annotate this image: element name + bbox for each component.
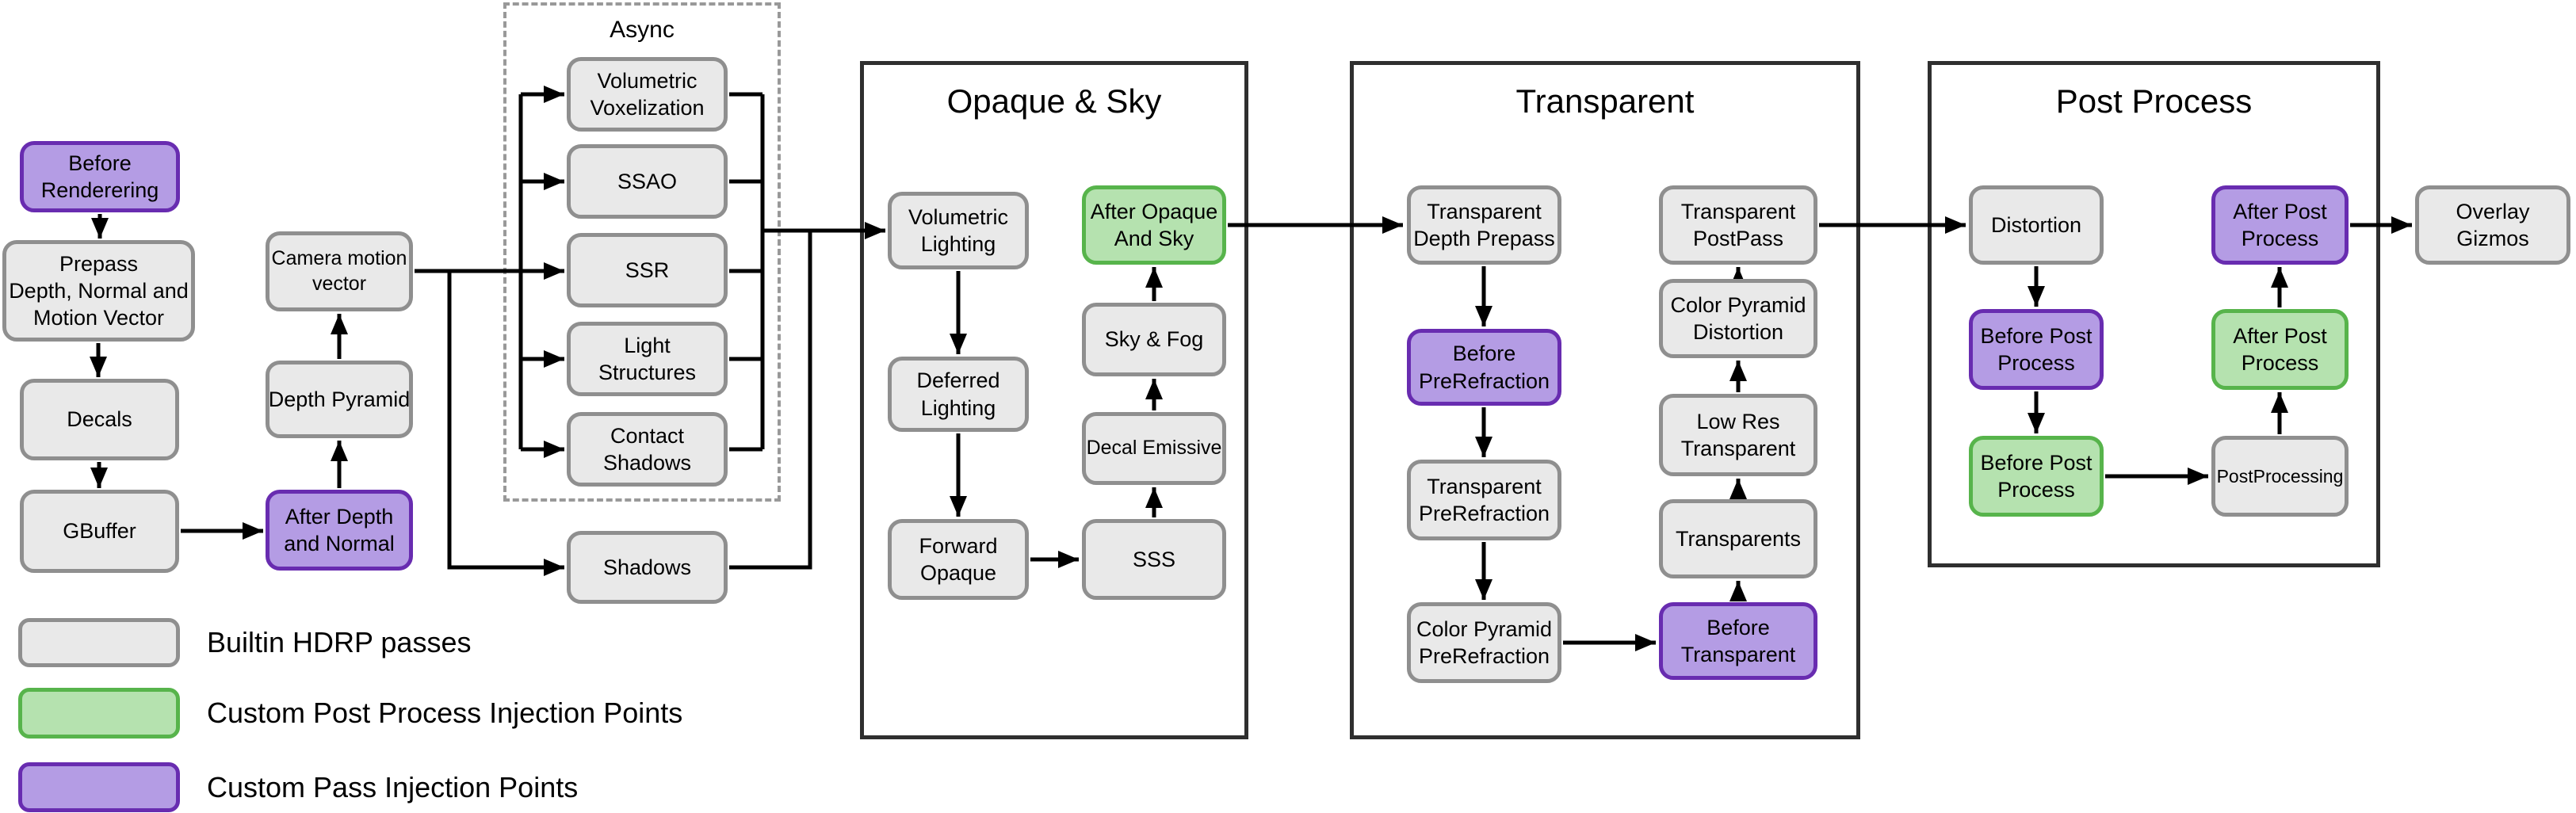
legend-label-custom-pass: Custom Pass Injection Points bbox=[207, 770, 579, 803]
node-before-transparent: Before Transparent bbox=[1659, 602, 1817, 680]
node-volumetric-lighting-label: Volumetric Lighting bbox=[908, 204, 1009, 256]
node-distortion: Distortion bbox=[1969, 185, 2104, 265]
node-transparents-label: Transparents bbox=[1675, 526, 1802, 551]
node-sss-label: SSS bbox=[1132, 547, 1176, 571]
node-transparent-postpass: Transparent PostPass bbox=[1659, 185, 1817, 265]
node-deferred-lighting-label: Deferred Lighting bbox=[916, 368, 1000, 420]
node-depth-pyramid-label: Depth Pyramid bbox=[268, 387, 411, 411]
node-postprocessing-label: PostProcessing bbox=[2216, 465, 2344, 487]
node-shadows: Shadows bbox=[567, 531, 728, 604]
node-gbuffer-label: GBuffer bbox=[63, 519, 136, 544]
post-process-section-title: Post Process bbox=[2055, 82, 2253, 120]
node-volumetric-voxelization: Volumetric Voxelization bbox=[567, 57, 728, 132]
node-low-res-transparent: Low Res Transparent bbox=[1659, 394, 1817, 476]
transparent-section-title: Transparent bbox=[1515, 82, 1695, 120]
node-volumetric-voxelization-label: Volumetric Voxelization bbox=[590, 68, 705, 120]
node-ssao: SSAO bbox=[567, 144, 728, 219]
node-forward-opaque: Forward Opaque bbox=[888, 519, 1029, 600]
node-before-prerefraction-label: Before PreRefraction bbox=[1418, 342, 1550, 393]
node-camera-motion-vector-label: Camera motion vector bbox=[271, 247, 407, 295]
node-overlay-gizmos: Overlay Gizmos bbox=[2415, 185, 2570, 265]
opaque-sky-section: Opaque & Sky bbox=[860, 61, 1248, 739]
node-ssr-label: SSR bbox=[625, 258, 670, 282]
node-light-structures-label: Light Structures bbox=[598, 333, 697, 384]
node-color-pyramid-distortion: Color Pyramid Distortion bbox=[1659, 279, 1817, 358]
node-contact-shadows: Contact Shadows bbox=[567, 412, 728, 487]
transparent-section: Transparent bbox=[1350, 61, 1860, 739]
node-before-rendering-label: Before Renderering bbox=[40, 151, 159, 202]
node-low-res-transparent-label: Low Res Transparent bbox=[1680, 409, 1796, 460]
node-light-structures: Light Structures bbox=[567, 322, 728, 396]
node-after-depth-and-normal-label: After Depth and Normal bbox=[284, 504, 395, 555]
flow-arrow bbox=[729, 231, 812, 570]
post-process-section: Post Process bbox=[1928, 61, 2380, 567]
node-after-post-process-injection-label: After Post Process bbox=[2233, 323, 2327, 375]
node-decal-emissive: Decal Emissive bbox=[1082, 412, 1226, 485]
node-after-post-process-custom-pass-label: After Post Process bbox=[2233, 199, 2327, 250]
node-before-post-process-custom-pass-label: Before Post Process bbox=[1980, 323, 2093, 375]
node-overlay-gizmos-label: Overlay Gizmos bbox=[2456, 199, 2530, 250]
node-volumetric-lighting: Volumetric Lighting bbox=[888, 192, 1029, 269]
legend-swatch-builtin bbox=[18, 618, 180, 667]
async-group-box: Async bbox=[503, 2, 781, 502]
legend-swatch-custom-pass bbox=[18, 762, 180, 812]
flow-arrow bbox=[447, 271, 564, 576]
node-distortion-label: Distortion bbox=[1990, 212, 2082, 237]
node-transparents: Transparents bbox=[1659, 499, 1817, 578]
node-before-rendering: Before Renderering bbox=[20, 141, 180, 212]
node-sky-and-fog: Sky & Fog bbox=[1082, 303, 1226, 376]
node-after-opaque-and-sky: After Opaque And Sky bbox=[1082, 185, 1226, 265]
node-transparent-depth-prepass: Transparent Depth Prepass bbox=[1407, 185, 1561, 265]
node-color-pyramid-prerefraction-label: Color Pyramid PreRefraction bbox=[1416, 616, 1553, 668]
node-after-depth-and-normal: After Depth and Normal bbox=[266, 490, 413, 571]
node-gbuffer: GBuffer bbox=[20, 490, 179, 573]
opaque-sky-section-title: Opaque & Sky bbox=[946, 82, 1162, 120]
node-transparent-postpass-label: Transparent PostPass bbox=[1680, 199, 1796, 250]
node-before-post-process-injection-label: Before Post Process bbox=[1980, 450, 2093, 502]
node-forward-opaque-label: Forward Opaque bbox=[919, 533, 998, 585]
node-color-pyramid-distortion-label: Color Pyramid Distortion bbox=[1670, 292, 1806, 344]
node-ssao-label: SSAO bbox=[617, 169, 678, 193]
node-transparent-prerefraction-label: Transparent PreRefraction bbox=[1418, 474, 1550, 525]
legend-item-custom-post-process: Custom Post Process Injection Points bbox=[18, 688, 682, 739]
node-sky-and-fog-label: Sky & Fog bbox=[1104, 327, 1204, 352]
node-before-transparent-label: Before Transparent bbox=[1680, 615, 1796, 666]
node-color-pyramid-prerefraction: Color Pyramid PreRefraction bbox=[1407, 602, 1561, 683]
node-transparent-prerefraction: Transparent PreRefraction bbox=[1407, 460, 1561, 540]
node-camera-motion-vector: Camera motion vector bbox=[266, 231, 413, 311]
node-sss: SSS bbox=[1082, 519, 1226, 600]
node-after-post-process-custom-pass: After Post Process bbox=[2211, 185, 2349, 265]
legend-swatch-custom-post-process bbox=[18, 688, 180, 739]
node-deferred-lighting: Deferred Lighting bbox=[888, 357, 1029, 432]
legend-label-builtin: Builtin HDRP passes bbox=[207, 626, 472, 658]
node-prepass: Prepass Depth, Normal and Motion Vector bbox=[2, 240, 195, 342]
async-group-title: Async bbox=[610, 17, 675, 43]
node-shadows-label: Shadows bbox=[602, 555, 692, 579]
node-decal-emissive-label: Decal Emissive bbox=[1086, 437, 1222, 460]
node-prepass-label: Prepass Depth, Normal and Motion Vector bbox=[9, 251, 189, 330]
node-after-opaque-and-sky-label: After Opaque And Sky bbox=[1090, 199, 1218, 250]
node-decals-label: Decals bbox=[67, 407, 132, 432]
node-depth-pyramid: Depth Pyramid bbox=[266, 361, 413, 438]
node-contact-shadows-label: Contact Shadows bbox=[602, 423, 692, 475]
legend-item-custom-pass: Custom Pass Injection Points bbox=[18, 762, 578, 812]
legend-item-builtin: Builtin HDRP passes bbox=[18, 618, 471, 667]
node-ssr: SSR bbox=[567, 233, 728, 307]
node-decals: Decals bbox=[20, 379, 179, 460]
node-transparent-depth-prepass-label: Transparent Depth Prepass bbox=[1413, 199, 1555, 250]
node-before-prerefraction: Before PreRefraction bbox=[1407, 329, 1561, 406]
node-postprocessing: PostProcessing bbox=[2211, 436, 2349, 517]
node-before-post-process-injection: Before Post Process bbox=[1969, 436, 2104, 517]
node-after-post-process-injection: After Post Process bbox=[2211, 309, 2349, 390]
legend-label-custom-post-process: Custom Post Process Injection Points bbox=[207, 697, 683, 729]
node-before-post-process-custom-pass: Before Post Process bbox=[1969, 309, 2104, 390]
